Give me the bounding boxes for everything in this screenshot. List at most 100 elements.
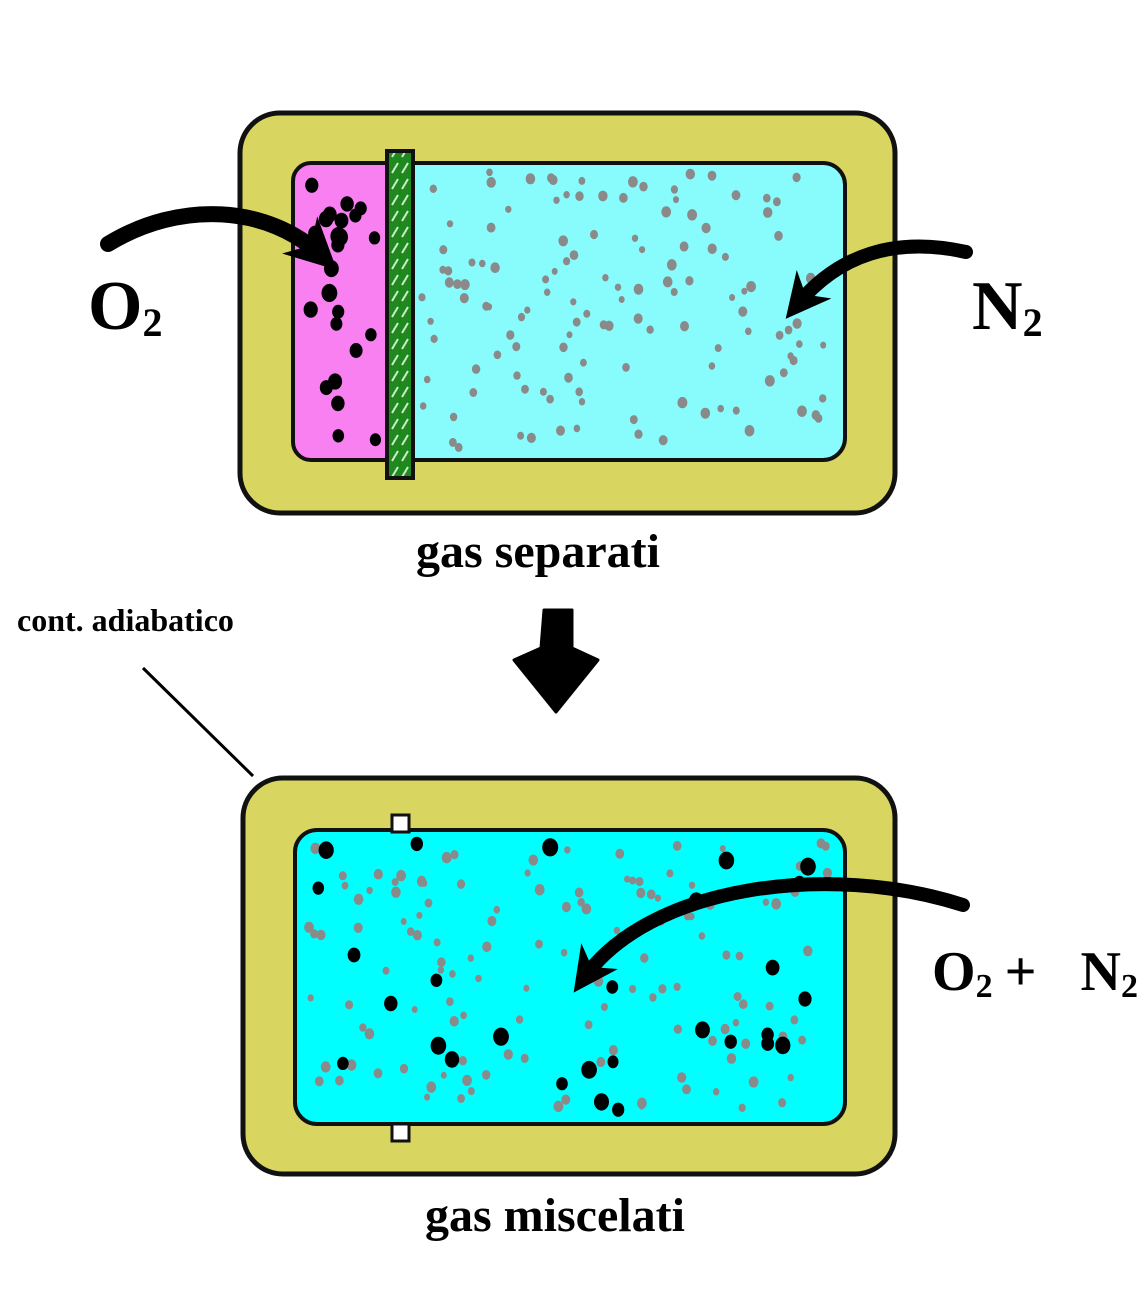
oxygen-particle	[318, 841, 334, 859]
nitrogen-particle	[456, 879, 466, 889]
nitrogen-particle	[822, 867, 833, 879]
nitrogen-particle	[391, 878, 399, 887]
nitrogen-particle	[819, 394, 827, 403]
nitrogen-particle	[564, 372, 573, 383]
nitrogen-particle	[424, 1093, 431, 1101]
nitrogen-particle	[471, 364, 481, 374]
oxygen-particle	[330, 317, 343, 331]
nitrogen-particle	[811, 410, 821, 421]
nitrogen-particle	[778, 1098, 787, 1108]
nitrogen-particle	[429, 184, 437, 193]
nitrogen-particle	[608, 1045, 618, 1056]
nitrogen-particle	[449, 437, 457, 447]
nitrogen-particle	[437, 957, 446, 968]
nitrogen-particle	[639, 246, 646, 254]
oxygen-particle	[322, 206, 337, 223]
oxygen-particle	[556, 1077, 568, 1091]
nitrogen-particle	[486, 222, 496, 233]
nitrogen-particle	[646, 325, 654, 334]
nitrogen-particle	[821, 841, 830, 851]
oxygen-particle	[493, 1027, 509, 1046]
nitrogen-particle	[672, 840, 682, 851]
nitrogen-particle	[633, 283, 644, 295]
nitrogen-particle	[624, 875, 631, 883]
nitrogen-particle	[613, 926, 621, 935]
nitrogen-particle	[635, 876, 644, 887]
nitrogen-particle	[468, 258, 476, 267]
n2-pointer-arrow	[785, 239, 973, 319]
oxygen-particle	[718, 851, 735, 870]
nitrogen-particle	[574, 887, 584, 898]
nitrogen-particle	[629, 876, 637, 885]
oxygen-particle	[328, 373, 343, 390]
nitrogen-particle	[382, 966, 390, 975]
nitrogen-particle	[460, 1011, 467, 1020]
nitrogen-particle	[482, 301, 491, 311]
nitrogen-particle	[493, 350, 502, 360]
oxygen-particle	[410, 836, 423, 852]
oxygen-particle	[331, 395, 345, 412]
nitrogen-particle	[341, 881, 349, 890]
nitrogen-particle	[771, 898, 782, 910]
nitrogen-particle	[314, 1076, 324, 1087]
nitrogen-particle	[359, 1023, 367, 1032]
mixture-gas2-subscript: 2	[1120, 967, 1138, 1005]
nitrogen-particle	[524, 869, 531, 877]
nitrogen-particle	[599, 320, 608, 330]
nitrogen-particle	[708, 1035, 717, 1046]
nitrogen-particle	[566, 331, 573, 339]
nitrogen-particle	[744, 425, 755, 437]
nitrogen-particle	[779, 368, 788, 378]
nitrogen-particle	[551, 267, 558, 275]
n2-symbol: N	[972, 268, 1023, 345]
nitrogen-particle	[685, 276, 694, 286]
nitrogen-particle	[493, 905, 501, 914]
nitrogen-particle	[748, 1076, 759, 1088]
n2-subscript: 2	[1022, 300, 1043, 346]
nitrogen-particle	[310, 929, 319, 939]
partition-wall	[385, 149, 415, 480]
nitrogen-particle	[513, 371, 521, 380]
nitrogen-particle	[803, 945, 813, 957]
nitrogen-particle	[469, 388, 478, 397]
nitrogen-particle	[673, 982, 681, 991]
nitrogen-particle	[661, 206, 672, 218]
nitrogen-particle	[790, 1015, 799, 1025]
nitrogen-particle	[763, 193, 771, 203]
nitrogen-particle	[441, 851, 452, 864]
nitrogen-particle	[726, 1053, 737, 1064]
bottom-caption: gas miscelati	[425, 1189, 685, 1242]
nitrogen-particle	[673, 196, 679, 204]
oxygen-particle	[430, 1036, 447, 1055]
nitrogen-particle	[542, 275, 550, 284]
nitrogen-particle	[584, 1020, 593, 1030]
nitrogen-particle	[373, 868, 383, 880]
nitrogen-particle	[486, 177, 496, 188]
nitrogen-particle	[419, 402, 427, 410]
oxygen-particle	[594, 1093, 609, 1111]
nitrogen-particle	[677, 396, 688, 409]
mixture-gas1-symbol: O	[932, 941, 976, 1003]
nitrogen-particle	[713, 1088, 720, 1096]
nitrogen-particle	[310, 842, 321, 854]
nitrogen-particle	[722, 950, 731, 960]
nitrogen-particle	[553, 1100, 564, 1113]
nitrogen-particle	[628, 176, 638, 188]
nitrogen-particle	[570, 298, 577, 306]
nitrogen-particle	[535, 939, 543, 949]
nitrogen-particle	[548, 174, 558, 186]
nitrogen-particle	[707, 170, 717, 181]
nitrogen-particle	[482, 941, 492, 953]
nitrogen-particle	[763, 207, 773, 218]
nitrogen-particle	[416, 911, 423, 919]
nitrogen-particle	[418, 293, 426, 302]
nitrogen-particle	[615, 848, 625, 859]
nitrogen-particle	[636, 887, 646, 899]
nitrogen-particle	[490, 262, 500, 274]
nitrogen-particle	[458, 1056, 467, 1066]
nitrogen-particle	[619, 192, 628, 203]
oxygen-particle	[765, 959, 780, 976]
nitrogen-particle	[792, 318, 802, 329]
o2-subscript: 2	[142, 300, 163, 346]
nitrogen-particle	[746, 281, 756, 293]
